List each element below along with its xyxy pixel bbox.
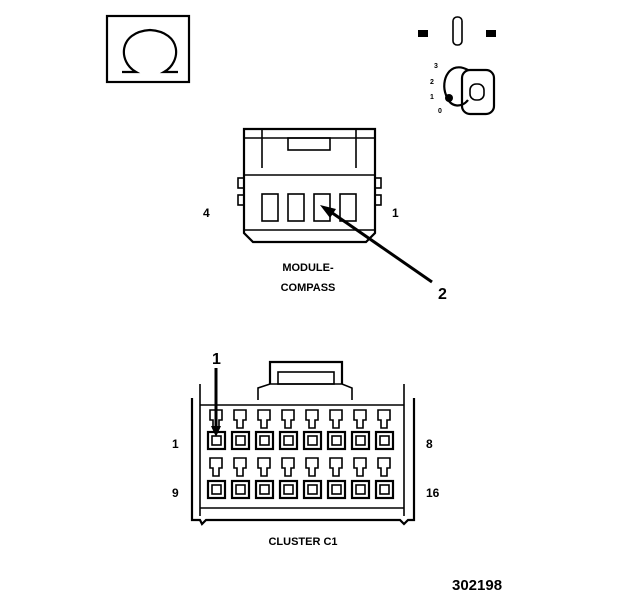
cluster-pin-cavity-6 [326, 430, 347, 451]
cluster-pin-terminal-1 [211, 435, 222, 446]
cluster-pin-terminal-12 [283, 484, 294, 495]
cluster-pin-latch-13 [305, 457, 319, 477]
cluster-title: CLUSTER C1 [268, 536, 337, 548]
cluster-pin-latch-16 [377, 457, 391, 477]
cluster-pin-cavity-5 [302, 430, 323, 451]
cluster-pin-latch-15 [353, 457, 367, 477]
cluster-pin-latch-3 [257, 409, 271, 429]
cluster-pin-latch-8 [377, 409, 391, 429]
key-position-2: 2 [430, 79, 434, 86]
cluster-callout-arrow [211, 368, 221, 437]
cluster-pin-terminal-8 [379, 435, 390, 446]
cluster-pin-terminal-13 [307, 484, 318, 495]
cluster-pin-cavity-7 [350, 430, 371, 451]
cluster-pin-cavity-13 [302, 479, 323, 500]
compass-pin-4-label: 4 [203, 206, 210, 220]
cluster-pin-cavity-10 [230, 479, 251, 500]
compass-connector-drawing [237, 127, 382, 244]
cluster-pin-latch-14 [329, 457, 343, 477]
cluster-pin-latch-5 [305, 409, 319, 429]
key-position-3: 3 [434, 63, 438, 70]
ignition-key-icon: 3 2 1 0 [418, 16, 496, 116]
figure-number: 302198 [452, 577, 502, 594]
cluster-pin-terminal-3 [259, 435, 270, 446]
compass-callout-arrow [320, 205, 433, 284]
cluster-pin-cavity-15 [350, 479, 371, 500]
cluster-pin-terminal-2 [235, 435, 246, 446]
cluster-pin-latch-4 [281, 409, 295, 429]
omega-symbol-box [105, 14, 191, 84]
cluster-pin-9-label: 9 [172, 486, 179, 500]
cluster-pin-terminal-10 [235, 484, 246, 495]
cluster-pin-latch-7 [353, 409, 367, 429]
cluster-pin-latch-11 [257, 457, 271, 477]
compass-title-line2: COMPASS [281, 282, 336, 294]
cluster-pin-8-label: 8 [426, 437, 433, 451]
cluster-pin-latch-9 [209, 457, 223, 477]
key-position-0: 0 [438, 108, 442, 115]
cluster-pin-terminal-16 [379, 484, 390, 495]
cluster-pin-terminal-6 [331, 435, 342, 446]
cluster-pin-16-label: 16 [426, 486, 440, 500]
compass-pin-1-label: 1 [392, 206, 399, 220]
cluster-pin-cavity-12 [278, 479, 299, 500]
cluster-pin-cavity-16 [374, 479, 395, 500]
cluster-callout-number: 1 [212, 351, 221, 368]
cluster-connector-drawing [190, 360, 416, 526]
cluster-pin-latch-10 [233, 457, 247, 477]
cluster-pin-terminal-4 [283, 435, 294, 446]
cluster-pin-cavity-14 [326, 479, 347, 500]
compass-title-line1: MODULE- [282, 262, 334, 274]
cluster-pin-terminal-15 [355, 484, 366, 495]
cluster-pin-cavity-11 [254, 479, 275, 500]
cluster-pin-latch-2 [233, 409, 247, 429]
cluster-pin-cavity-2 [230, 430, 251, 451]
cluster-pin-terminal-7 [355, 435, 366, 446]
cluster-pin-cavity-4 [278, 430, 299, 451]
cluster-pin-cavity-8 [374, 430, 395, 451]
key-position-1: 1 [430, 94, 434, 101]
cluster-pin-1-label: 1 [172, 437, 179, 451]
cluster-pin-terminal-14 [331, 484, 342, 495]
cluster-pin-terminal-11 [259, 484, 270, 495]
cluster-pin-cavity-9 [206, 479, 227, 500]
cluster-pin-cavity-3 [254, 430, 275, 451]
cluster-pin-terminal-5 [307, 435, 318, 446]
compass-callout-number: 2 [438, 286, 447, 303]
cluster-pin-latch-12 [281, 457, 295, 477]
cluster-pin-terminal-9 [211, 484, 222, 495]
cluster-pin-latch-6 [329, 409, 343, 429]
